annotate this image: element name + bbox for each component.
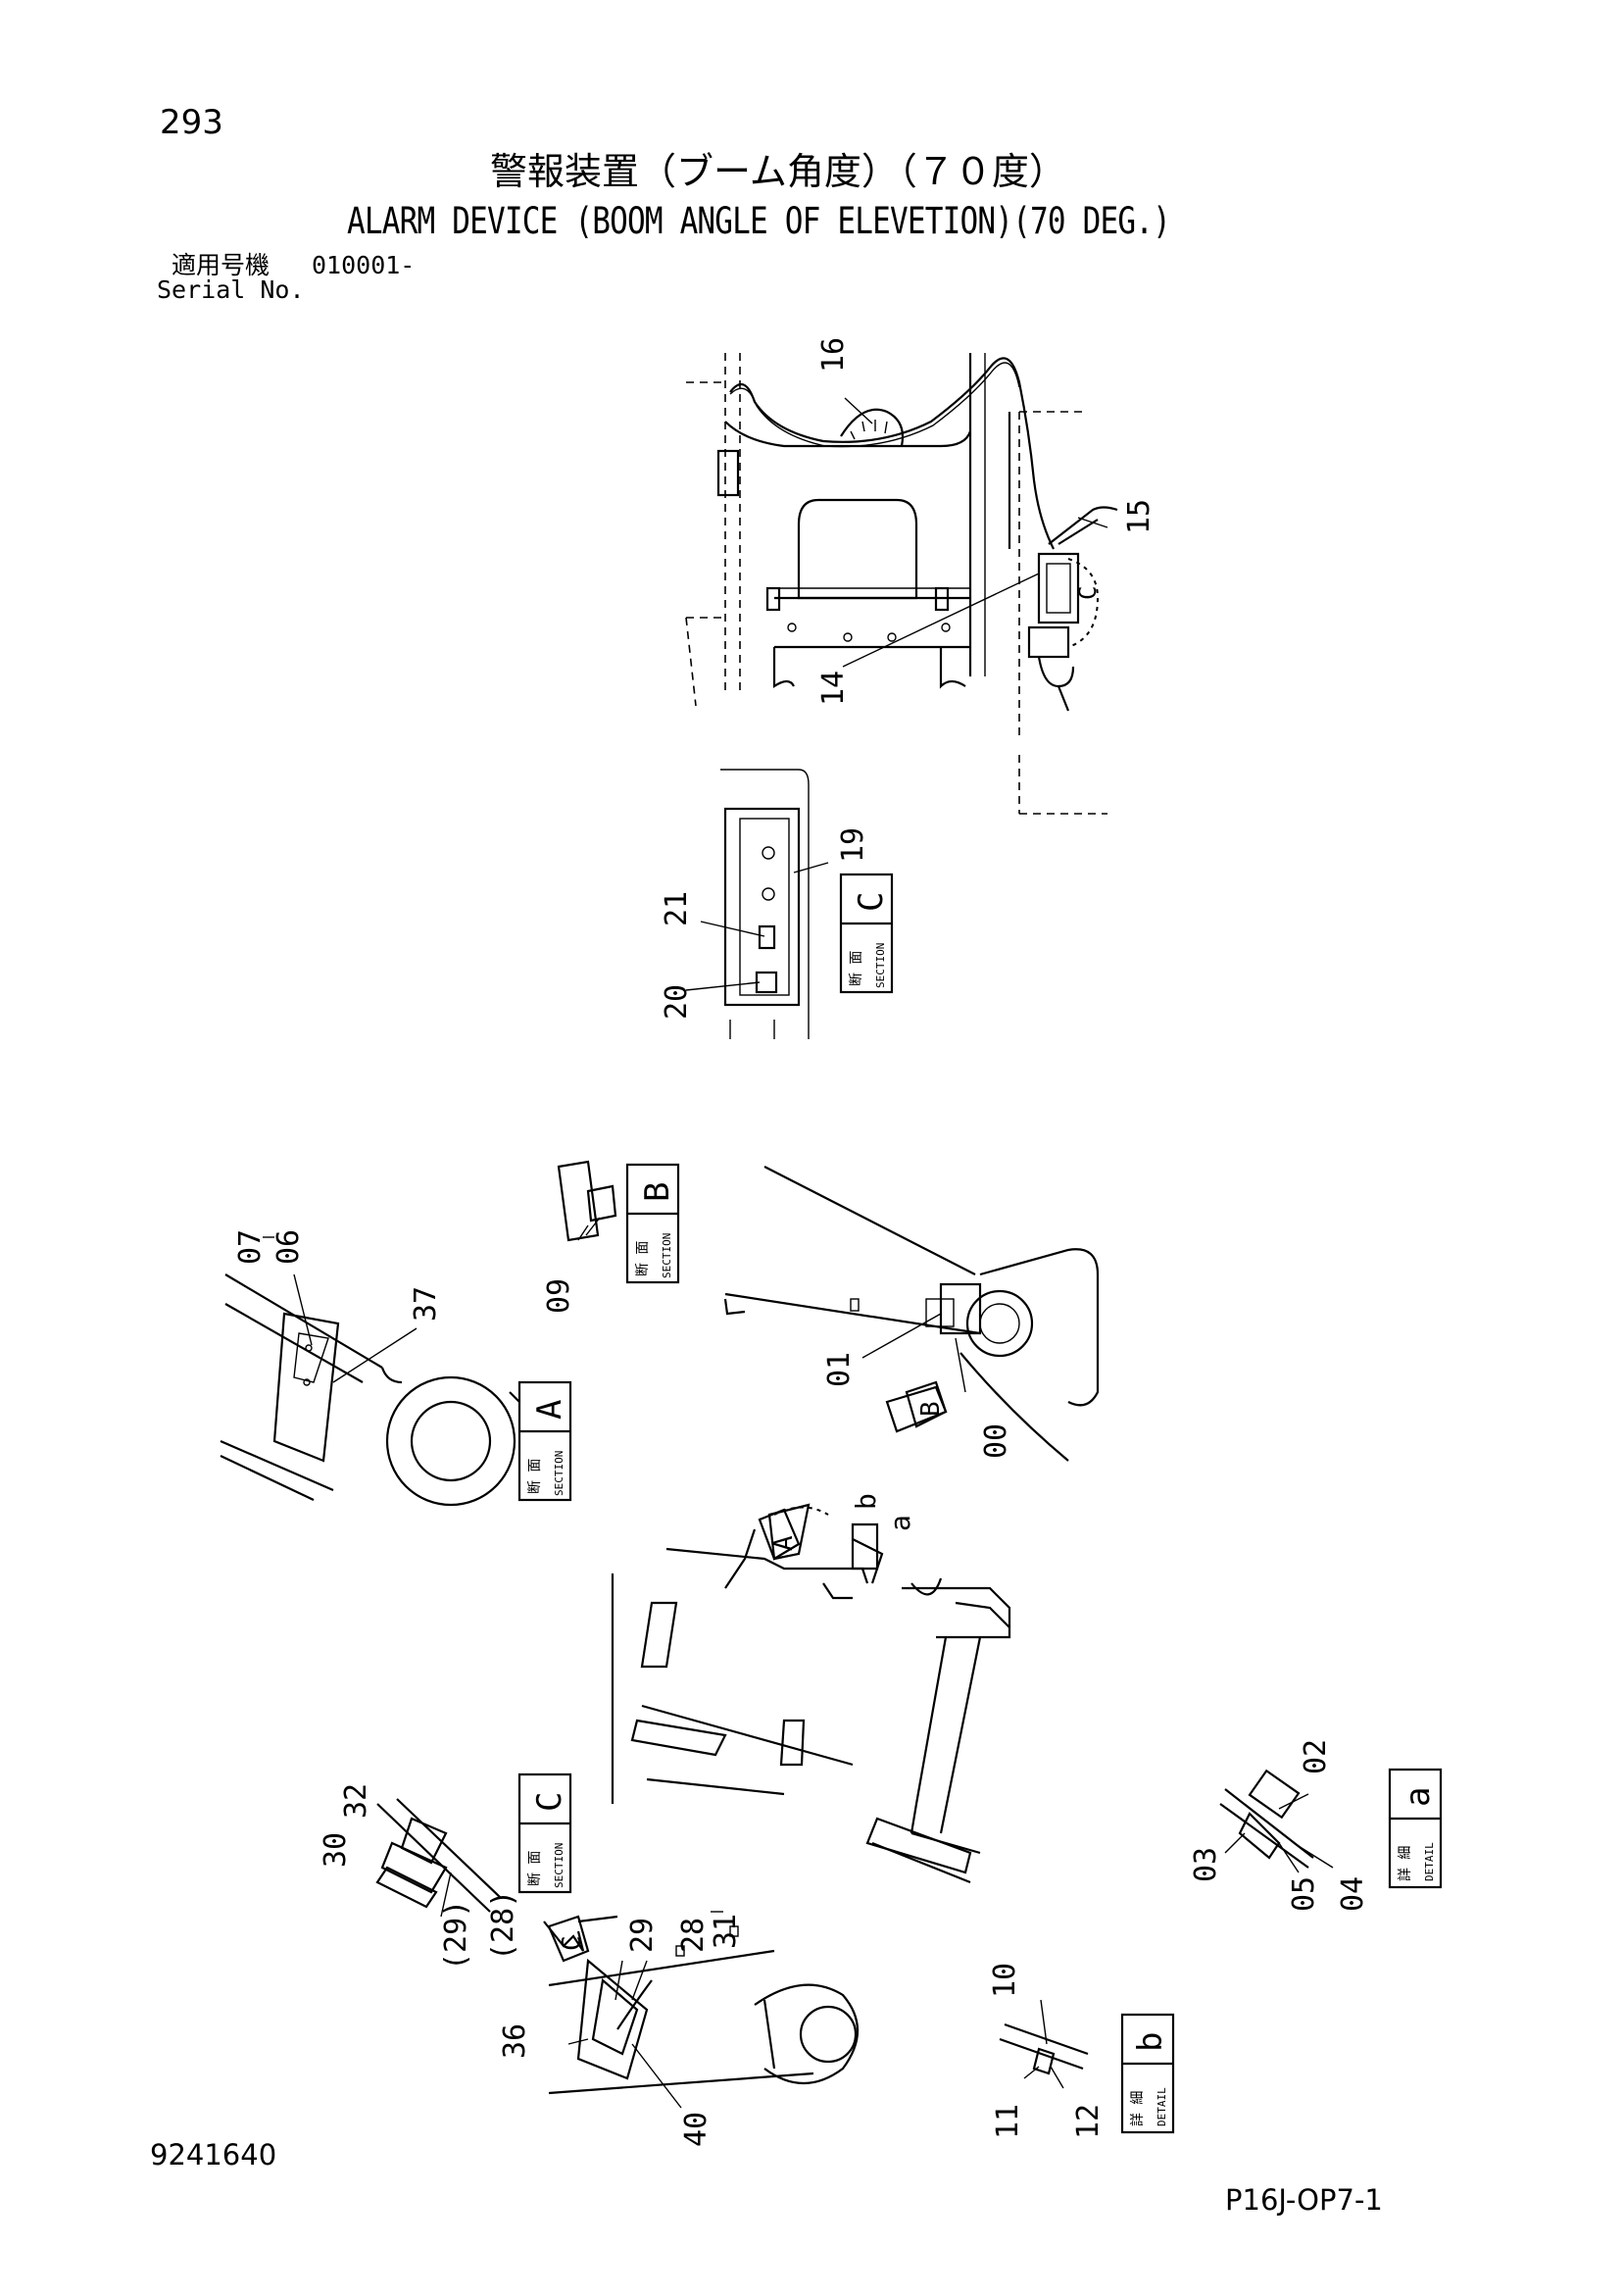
part-14: 14 [816,671,851,706]
serial-label-english: Serial No. [157,275,305,304]
part-01: 01 [822,1352,857,1387]
view-arrow-c [547,1915,590,1963]
detail-a-en: DETAIL [1423,1842,1436,1881]
document-number: 9241640 [150,2138,277,2171]
section-c-lower-letter: C [530,1792,569,1812]
detail-b-view [999,1999,1089,2089]
part-21: 21 [660,891,694,926]
detail-box-a: 詳 細 DETAIL a [1388,1768,1443,1889]
section-a-en: SECTION [553,1451,566,1496]
section-box-c-upper: 断 面 SECTION C [839,873,894,994]
part-37: 37 [409,1286,443,1322]
part-10: 10 [988,1963,1022,1998]
part-40: 40 [679,2112,713,2147]
part-16: 16 [816,337,851,373]
section-c-upper-jp: 断 面 [849,951,864,986]
part-19: 19 [836,827,870,863]
part-20: 20 [660,984,694,1020]
detail-a-letter: a [1399,1787,1438,1807]
section-box-b: 断 面 SECTION B [625,1163,680,1284]
section-c-upper [685,769,829,1039]
leader-letter-c: C [1074,586,1102,600]
part-07: 07 [233,1229,268,1265]
section-b-jp: 断 面 [635,1241,651,1276]
section-c-lower-jp: 断 面 [527,1851,543,1886]
leader-letter-b: b [850,1493,882,1510]
section-b-view [557,1160,617,1242]
section-c-upper-en: SECTION [874,943,887,988]
part-28: 28 [676,1918,711,1953]
section-box-a: 断 面 SECTION A [517,1380,572,1502]
section-a-view [220,1273,530,1507]
view-arrow-a [758,1508,801,1561]
title-japanese: 警報装置（ブーム角度）（７０度） [490,150,1066,193]
detail-a-view [1219,1769,1334,1873]
boom-pivot-view [723,1166,1100,1462]
part-30: 30 [319,1832,353,1868]
view-arrow-b [905,1380,948,1428]
angle-indicator-view [543,1915,860,2109]
part-09: 09 [542,1278,576,1314]
part-04: 04 [1336,1876,1370,1912]
serial-value: 010001- [312,251,416,279]
detail-b-en: DETAIL [1156,2087,1168,2126]
section-c-upper-letter: C [852,892,891,912]
section-a-jp: 断 面 [527,1459,543,1494]
section-c-lower-en: SECTION [553,1843,566,1888]
part-06: 06 [271,1229,306,1265]
title-english: ALARM DEVICE (BOOM ANGLE OF ELEVETION)(7… [347,200,1171,242]
arrow-letter-c: C [558,1935,587,1951]
boom-foot-view [685,353,1118,815]
part-32: 32 [339,1783,373,1819]
part-15: 15 [1122,499,1156,534]
part-29-paren: (29) [439,1900,473,1971]
part-02: 02 [1299,1739,1333,1774]
part-28-paren: (28) [486,1890,520,1961]
detail-b-jp: 詳 細 [1130,2091,1146,2126]
part-36: 36 [498,2023,532,2059]
part-11: 11 [991,2104,1025,2139]
section-b-en: SECTION [661,1233,673,1278]
detail-a-jp: 詳 細 [1398,1846,1413,1881]
section-b-letter: B [638,1182,677,1202]
part-12: 12 [1071,2104,1106,2139]
page-code: P16J-OP7-1 [1225,2183,1383,2217]
boom-main-view [611,1503,1011,1884]
part-00: 00 [979,1423,1013,1459]
arrow-letter-b: B [916,1401,946,1417]
part-29: 29 [625,1918,660,1953]
detail-b-letter: b [1131,2032,1170,2052]
leader-letter-a: a [884,1515,916,1531]
section-box-c-lower: 断 面 SECTION C [517,1772,572,1894]
serial-label-japanese: 適用号機 [172,251,270,279]
part-03: 03 [1189,1847,1223,1882]
arrow-letter-a: A [769,1535,799,1551]
section-a-letter: A [530,1400,569,1420]
detail-box-b: 詳 細 DETAIL b [1120,2013,1175,2134]
part-05: 05 [1287,1876,1321,1912]
page-number: 293 [160,103,223,142]
section-c-lower [375,1798,501,1918]
part-31: 31 [709,1914,743,1949]
